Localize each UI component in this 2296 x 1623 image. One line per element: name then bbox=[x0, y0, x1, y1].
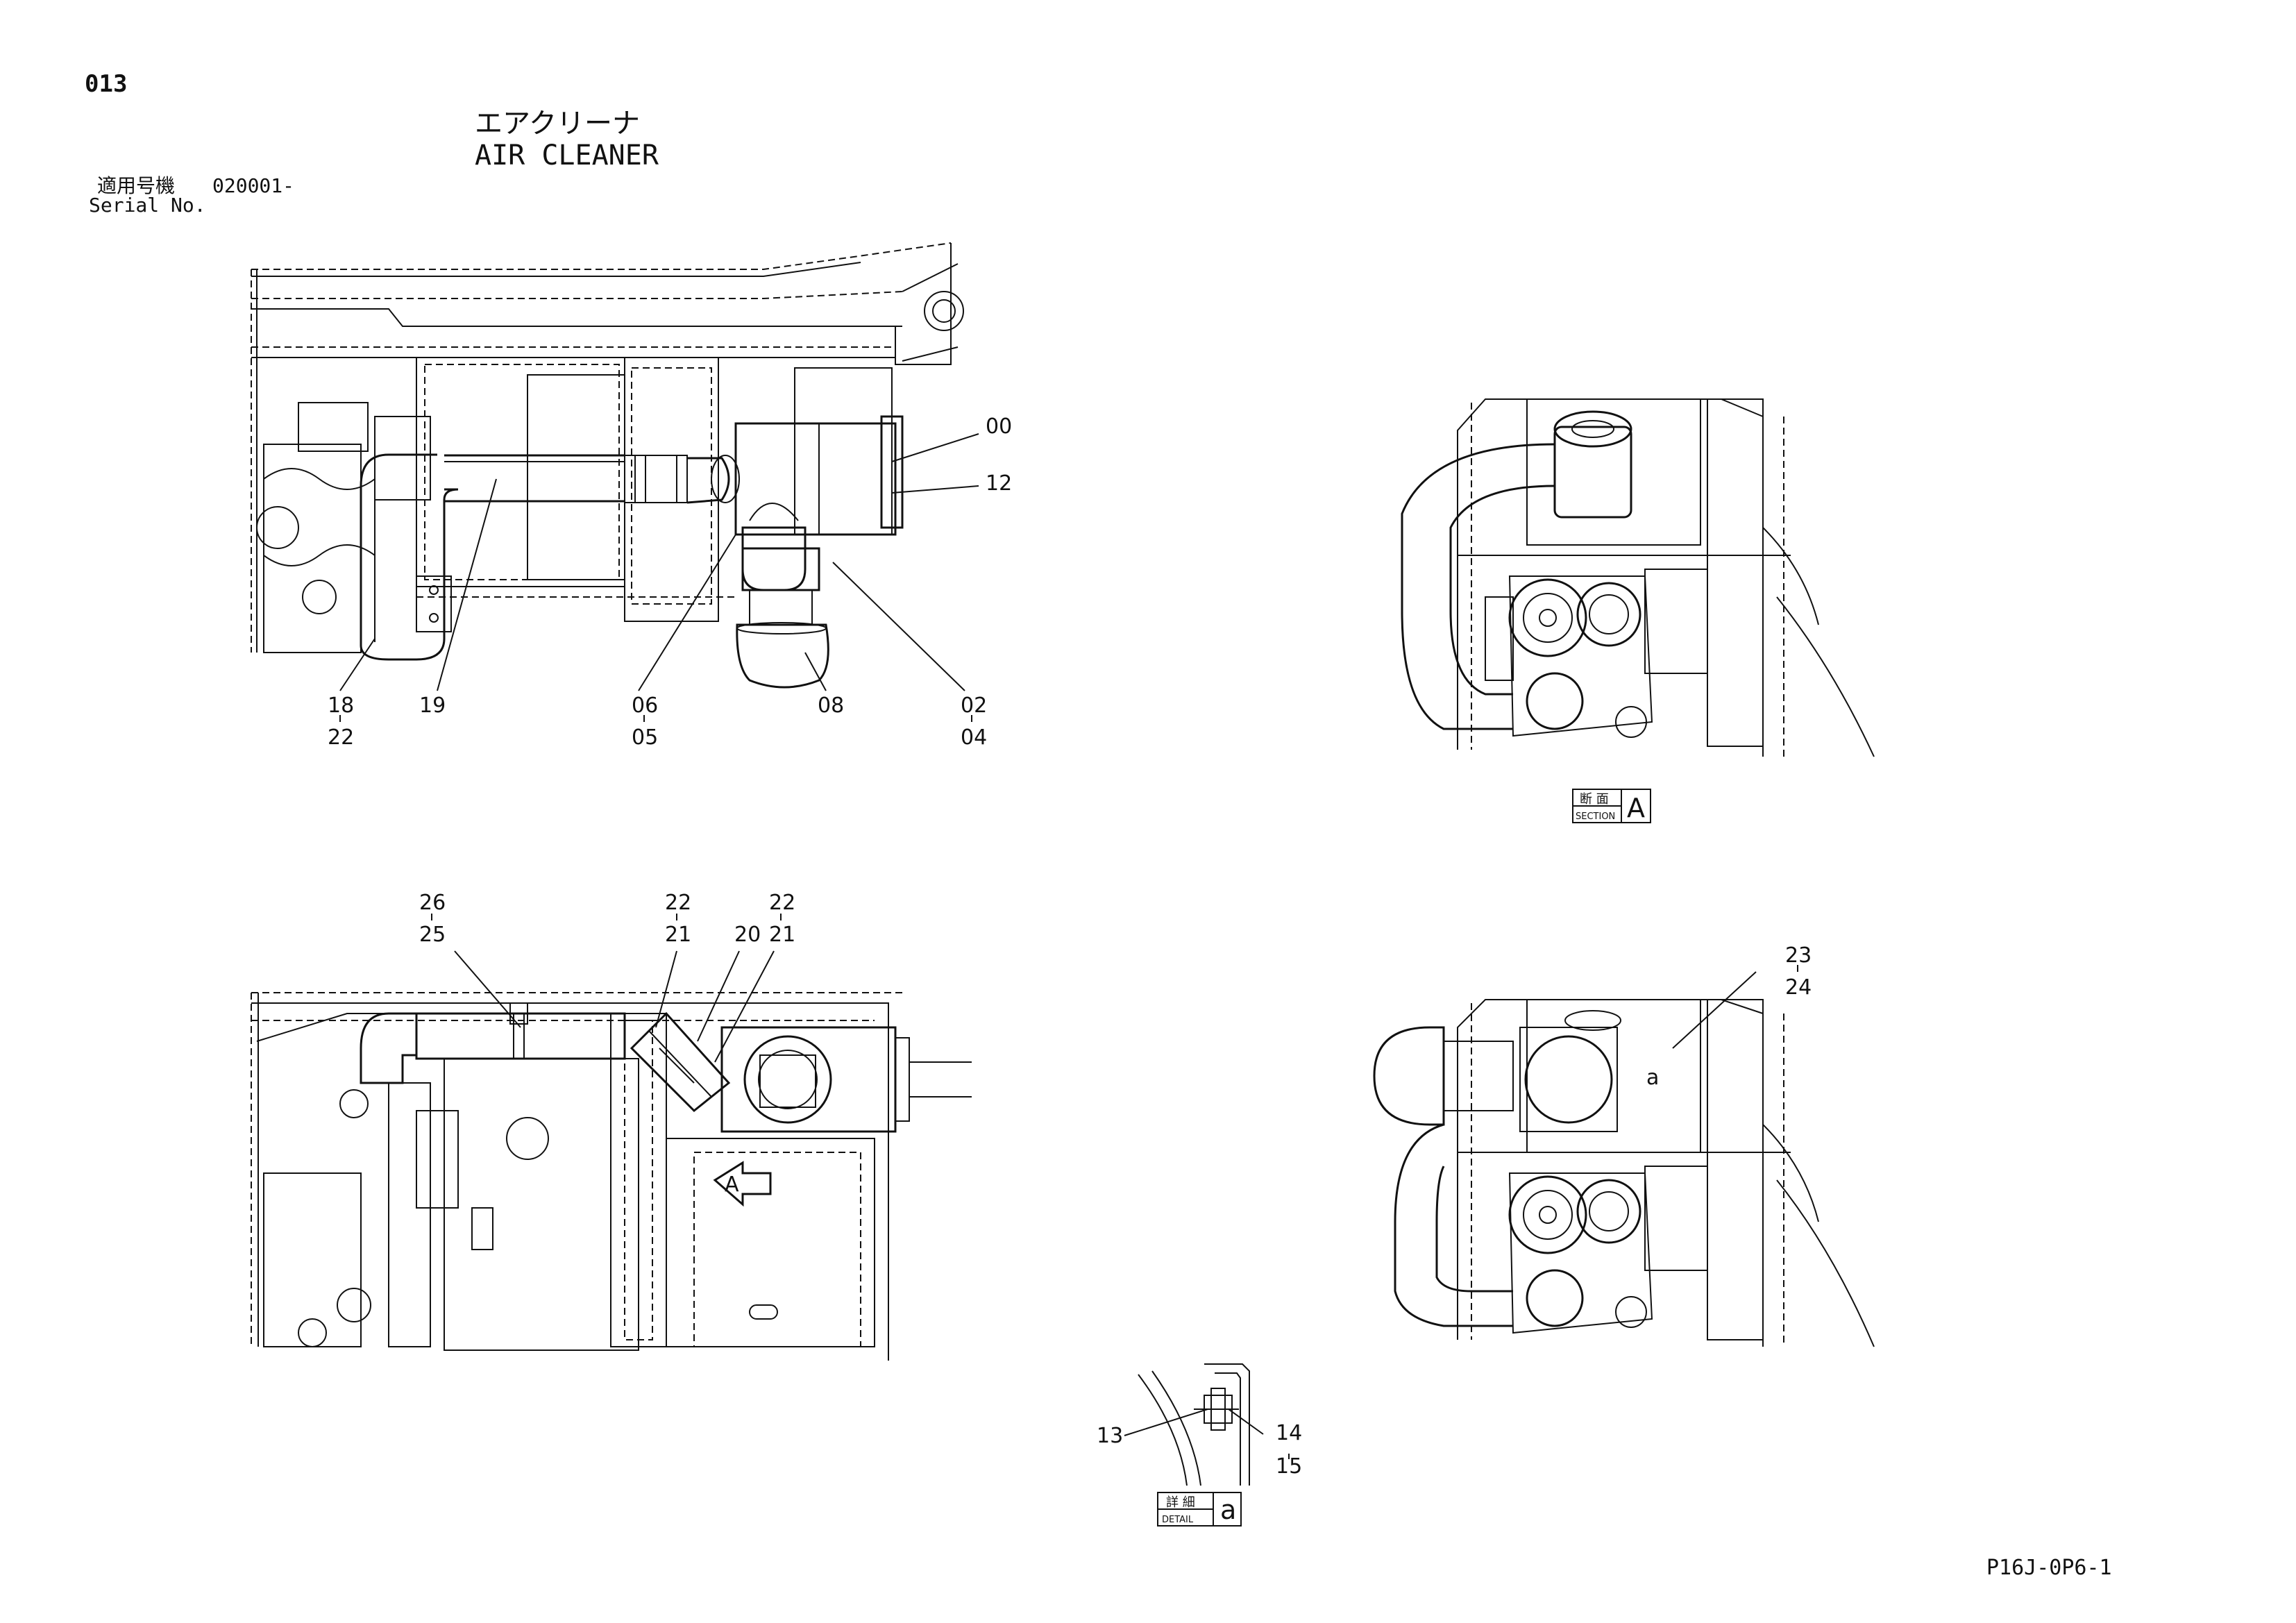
serial-label-en: Serial No. bbox=[89, 194, 206, 217]
detail-label-en: DETAIL bbox=[1162, 1515, 1194, 1525]
rear-view-drawing bbox=[1373, 965, 1875, 1347]
callout-06: 06 bbox=[632, 693, 658, 718]
detail-marker-letter: a bbox=[1646, 1066, 1659, 1090]
callout-21: 21 bbox=[665, 923, 691, 947]
top-view-drawing bbox=[251, 242, 979, 722]
section-label-en: SECTION bbox=[1576, 812, 1615, 822]
detail-a-label: 詳 細 DETAIL a bbox=[1157, 1492, 1242, 1527]
callout-02: 02 bbox=[961, 693, 987, 718]
serial-label-jp: 適用号機 bbox=[97, 174, 176, 197]
detail-label-jp: 詳 細 bbox=[1166, 1495, 1195, 1510]
detail-a-drawing bbox=[1124, 1363, 1290, 1486]
page-title-jp: エアクリーナ bbox=[475, 108, 640, 140]
serial-value: 020001- bbox=[212, 174, 295, 197]
page-title-en: AIR CLEANER bbox=[475, 140, 659, 171]
callout-05: 05 bbox=[632, 725, 658, 750]
callout-21: 21 bbox=[769, 923, 795, 947]
section-letter: A bbox=[1627, 793, 1645, 823]
callout-18: 18 bbox=[328, 693, 354, 718]
callout-14: 14 bbox=[1276, 1421, 1302, 1445]
page-number: 013 bbox=[85, 70, 128, 98]
section-a-label: 断 面 SECTION A bbox=[1572, 789, 1651, 823]
callout-15: 15 bbox=[1276, 1454, 1302, 1479]
callout-19: 19 bbox=[419, 693, 446, 718]
callout-22: 22 bbox=[665, 891, 691, 915]
document-code: P16J-0P6-1 bbox=[1986, 1556, 2112, 1580]
detail-letter: a bbox=[1220, 1495, 1236, 1525]
callout-25: 25 bbox=[419, 923, 446, 947]
callout-24: 24 bbox=[1785, 975, 1812, 1000]
callout-23: 23 bbox=[1785, 943, 1812, 968]
callout-00: 00 bbox=[986, 414, 1012, 439]
callout-04: 04 bbox=[961, 725, 987, 750]
callout-22: 22 bbox=[328, 725, 354, 750]
section-a-drawing bbox=[1401, 398, 1875, 757]
section-label-jp: 断 面 bbox=[1580, 792, 1609, 807]
view-arrow-letter: A bbox=[725, 1172, 739, 1197]
callout-26: 26 bbox=[419, 891, 446, 915]
side-view-drawing bbox=[251, 914, 972, 1361]
callout-08: 08 bbox=[818, 693, 844, 718]
callout-22: 22 bbox=[769, 891, 795, 915]
callout-20: 20 bbox=[734, 923, 761, 947]
callout-12: 12 bbox=[986, 471, 1012, 496]
callout-13: 13 bbox=[1097, 1424, 1123, 1448]
